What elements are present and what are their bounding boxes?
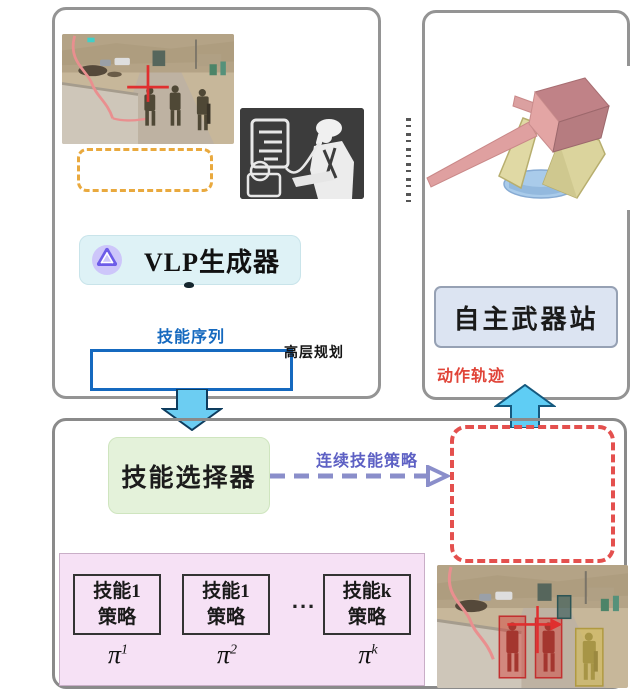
target-box-yellow: [574, 627, 604, 687]
vlp-logo-icon: [92, 245, 122, 275]
battlefield-photo: [62, 34, 234, 144]
skill-2-policy: 策略: [206, 606, 245, 628]
action-trajectory-label: 动作轨迹: [437, 368, 506, 385]
skill-policy-box-k: 技能k 策略: [323, 574, 411, 635]
clipped-vertical-text-fragments: [406, 118, 411, 206]
crosshair-icon: [507, 606, 563, 654]
skill-policy-box-2: 技能1 策略: [182, 574, 270, 635]
skill-execution-panel: [52, 418, 627, 689]
ellipsis-label: ...: [291, 588, 317, 613]
skill-1-name: 技能1: [93, 580, 141, 602]
perception-planning-panel: VLP生成器 技能序列 高层规划: [52, 7, 381, 399]
soldier-figure: [246, 119, 354, 199]
skill-selector-box: 技能选择器: [108, 437, 270, 514]
skill-policy-box-1: 技能1 策略: [73, 574, 161, 635]
instruction-dashed-box: [77, 148, 213, 192]
document-icon: [250, 118, 290, 169]
arrow-remnant-mark: [184, 282, 194, 288]
crosshair-icon: [127, 65, 169, 102]
target-box-red-2: [534, 617, 563, 679]
up-arrow-icon: [494, 384, 556, 428]
target-box-teal: [556, 594, 572, 620]
pi-1-label: π1: [107, 640, 129, 669]
detection-photo-graphic: [437, 565, 628, 688]
vlp-generator-label: VLP生成器: [143, 247, 280, 277]
pi-2-label: π2: [216, 640, 238, 669]
radio-operator-graphic: [240, 108, 364, 199]
skill-sequence-box: [90, 349, 293, 391]
weapon-station-model-image: [425, 66, 630, 210]
skill-1-policy: 策略: [97, 606, 136, 628]
continuous-skill-policy-label: 连续技能策略: [316, 453, 419, 470]
pi-k-label: πk: [358, 640, 378, 669]
skill-k-policy: 策略: [347, 606, 386, 628]
skill-sequence-label: 技能序列: [157, 329, 226, 346]
dashed-arrow-icon: [270, 463, 452, 489]
skill-k-name: 技能k: [342, 580, 392, 602]
skill-2-name: 技能1: [202, 580, 250, 602]
weapon-station-box: 自主武器站: [434, 286, 618, 348]
skill-library-box: 技能1 策略 技能1 策略 ... 技能k 策略 π1 π2 πk: [59, 553, 425, 686]
vlp-generator-box: VLP生成器: [79, 235, 301, 285]
turret-3d-graphic: [425, 66, 630, 210]
high-level-planning-label: 高层规划: [284, 344, 344, 360]
detection-result-photo: [437, 565, 628, 688]
target-box-red-1: [498, 615, 527, 679]
battlefield-photo-graphic: [62, 34, 234, 144]
radio-operator-image: [240, 108, 364, 199]
policy-output-dashed-box: [450, 425, 615, 563]
